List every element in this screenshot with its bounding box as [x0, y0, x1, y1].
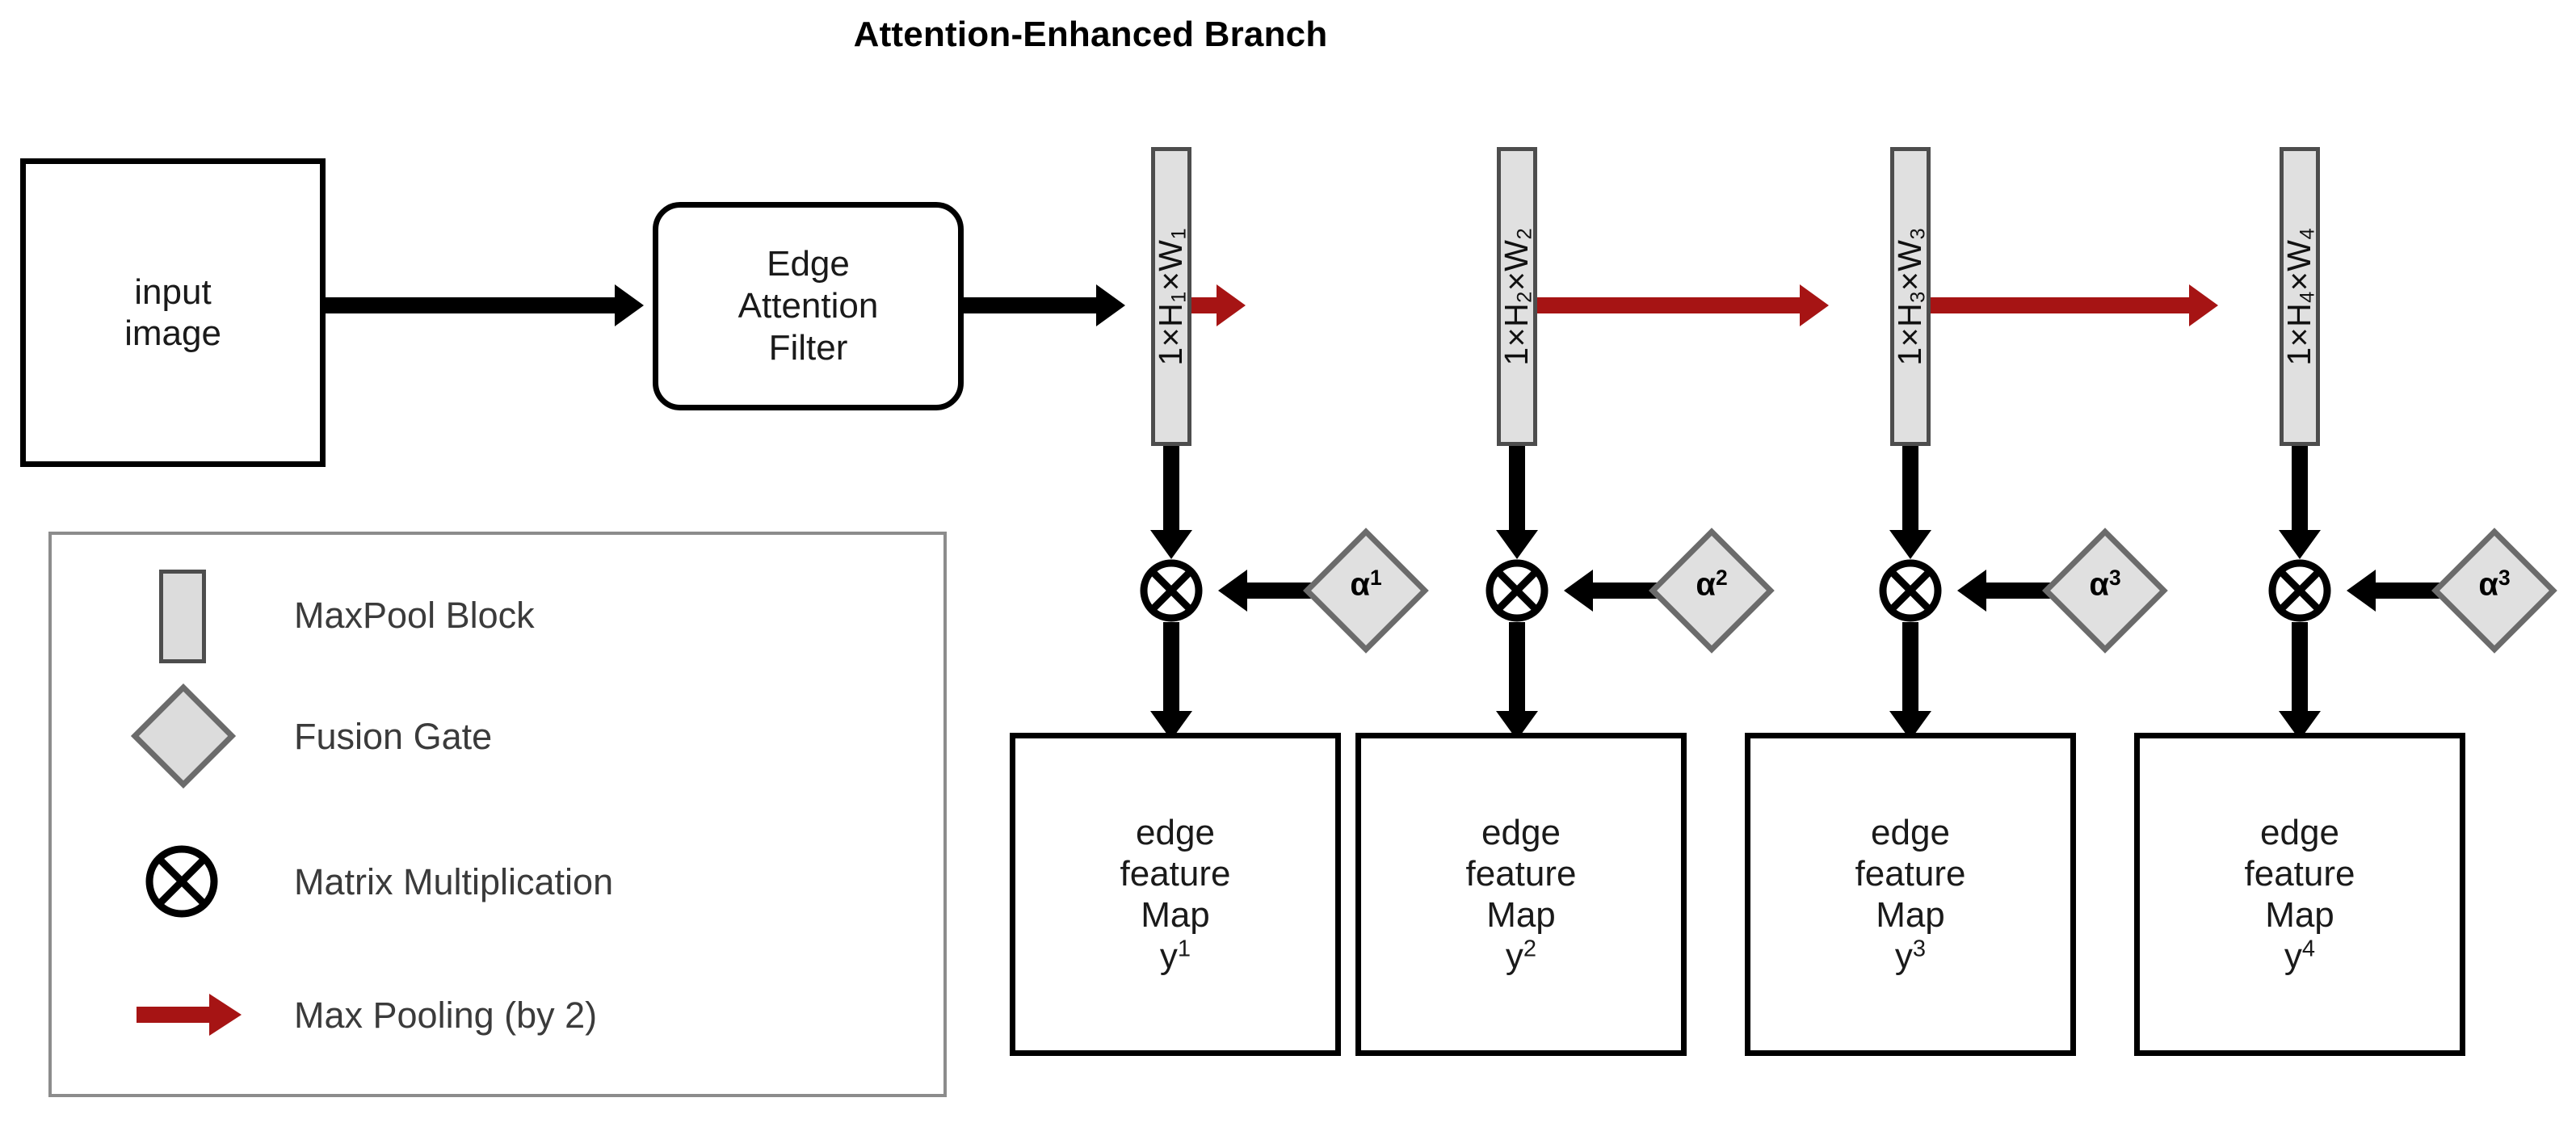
map1-line-2: feature [1120, 853, 1231, 894]
mmul4-to-map4-line [2292, 622, 2308, 711]
matrix-multiplication-circle-icon [128, 830, 274, 935]
max-pooling-red-arrow-icon [128, 963, 274, 1068]
pool3-to-mmul-line [1902, 446, 1918, 530]
mmul1-to-map1-line [1163, 622, 1179, 711]
gate2-to-mmul-head [1564, 570, 1593, 612]
gate4-to-mmul-line [2376, 583, 2448, 599]
maxpool-arrow-2-3-head [1800, 284, 1829, 326]
maxpool-block-1: 1×H1×W1 [1151, 147, 1191, 446]
maxpool-block-3: 1×H3×W3 [1890, 147, 1931, 446]
maxpool-arrow-3-4-head [2189, 284, 2218, 326]
maxpool-block-4-label: 1×H4×W4 [2280, 227, 2319, 366]
gate4-to-mmul-head [2347, 570, 2376, 612]
filter-line-1: Edge [767, 244, 850, 284]
pool2-to-mmul-head [1496, 530, 1538, 559]
arrow-filter-to-pool1-head [1096, 284, 1125, 326]
edge-feature-map-2: edge feature Map y2 [1355, 733, 1687, 1056]
input-image-line-2: image [124, 313, 221, 353]
gate2-to-mmul-line [1593, 583, 1666, 599]
map1-line-1: edge [1136, 812, 1215, 852]
filter-line-3: Filter [768, 327, 848, 368]
page-title: Attention-Enhanced Branch [853, 15, 1328, 54]
pool4-to-mmul-head [2279, 530, 2321, 559]
legend-panel: MaxPool Block Fusion Gate Matrix Multipl… [48, 532, 947, 1097]
gate1-to-mmul-line [1247, 583, 1320, 599]
mmul2-to-map2-line [1509, 622, 1525, 711]
legend-item-max-pooling: Max Pooling (by 2) [52, 963, 943, 1068]
gate1-to-mmul-head [1218, 570, 1247, 612]
maxpool-block-swatch [128, 563, 274, 668]
pool4-to-mmul-line [2292, 446, 2308, 530]
pool2-to-mmul-line [1509, 446, 1525, 530]
map2-symbol: y2 [1505, 936, 1537, 977]
maxpool-block-4: 1×H4×W4 [2280, 147, 2320, 446]
legend-item-maxpool-block: MaxPool Block [52, 563, 943, 668]
map3-line-2: feature [1855, 853, 1966, 894]
map4-line-2: feature [2244, 853, 2355, 894]
arrow-input-to-filter-head [615, 284, 644, 326]
map1-symbol: y1 [1159, 936, 1191, 977]
map4-line-1: edge [2260, 812, 2339, 852]
edge-feature-map-1: edge feature Map y1 [1010, 733, 1341, 1056]
filter-line-2: Attention [738, 286, 879, 326]
matrix-multiplication-icon-2 [1486, 559, 1549, 622]
map2-line-2: feature [1465, 853, 1577, 894]
fusion-gate-1 [1303, 528, 1429, 654]
maxpool-arrow-1-2-head [1217, 284, 1246, 326]
arrow-input-to-filter-line [326, 297, 615, 313]
maxpool-block-2: 1×H2×W2 [1497, 147, 1537, 446]
pool1-to-mmul-line [1163, 446, 1179, 530]
maxpool-block-2-label: 1×H2×W2 [1497, 227, 1536, 366]
legend-label-fusion-gate: Fusion Gate [294, 716, 493, 757]
edge-attention-filter-box: Edge Attention Filter [653, 202, 964, 410]
matrix-multiplication-icon-4 [2268, 559, 2331, 622]
arrow-filter-to-pool1-line [964, 297, 1096, 313]
pool1-to-mmul-head [1150, 530, 1192, 559]
legend-label-max-pooling: Max Pooling (by 2) [294, 995, 598, 1036]
map3-symbol: y3 [1894, 936, 1927, 977]
legend-item-matrix-multiplication: Matrix Multiplication [52, 830, 943, 935]
legend-label-maxpool-block: MaxPool Block [294, 595, 535, 636]
fusion-gate-3 [2042, 528, 2168, 654]
input-image-line-1: input [134, 271, 212, 312]
mmul3-to-map3-line [1902, 622, 1918, 711]
maxpool-block-3-label: 1×H3×W3 [1890, 227, 1930, 366]
map1-line-3: Map [1141, 895, 1210, 935]
matrix-multiplication-icon-1 [1140, 559, 1203, 622]
fusion-gate-4 [2431, 528, 2557, 654]
fusion-gate-2 [1649, 528, 1775, 654]
edge-feature-map-3: edge feature Map y3 [1745, 733, 2076, 1056]
map3-line-3: Map [1876, 895, 1945, 935]
maxpool-arrow-3-4-line [1931, 297, 2189, 313]
matrix-multiplication-icon-3 [1879, 559, 1942, 622]
gate3-to-mmul-head [1957, 570, 1986, 612]
map2-line-1: edge [1481, 812, 1561, 852]
fusion-gate-diamond-icon [128, 683, 274, 789]
maxpool-arrow-2-3-line [1537, 297, 1800, 313]
maxpool-block-1-label: 1×H1×W1 [1151, 227, 1191, 366]
edge-feature-map-4: edge feature Map y4 [2134, 733, 2465, 1056]
map2-line-3: Map [1486, 895, 1556, 935]
legend-label-matrix-multiplication: Matrix Multiplication [294, 861, 614, 902]
map4-symbol: y4 [2284, 936, 2316, 977]
map4-line-3: Map [2265, 895, 2334, 935]
pool3-to-mmul-head [1889, 530, 1931, 559]
gate3-to-mmul-line [1986, 583, 2059, 599]
legend-item-fusion-gate: Fusion Gate [52, 683, 943, 789]
input-image-box: input image [20, 158, 326, 467]
map3-line-1: edge [1871, 812, 1950, 852]
